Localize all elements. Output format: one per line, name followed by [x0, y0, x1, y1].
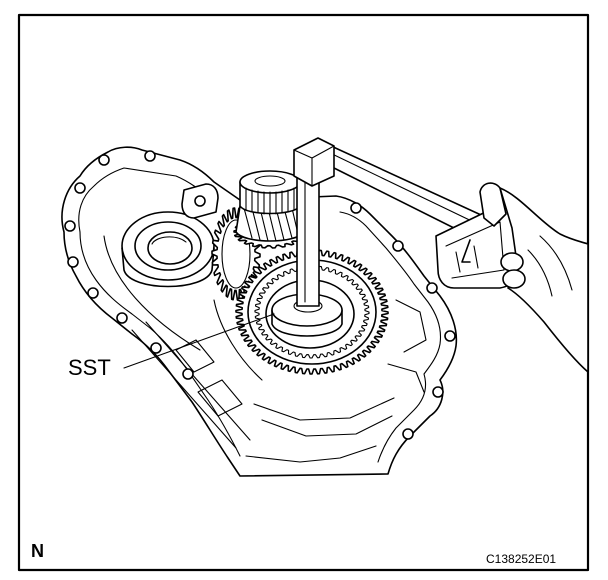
bolt-hole	[392, 240, 404, 252]
case-rib	[245, 445, 377, 463]
figure-code: C138252E01	[486, 552, 557, 566]
torque-wrench	[293, 137, 521, 289]
hand-knuckle-lines	[527, 235, 573, 297]
case-rib	[387, 299, 427, 393]
wrench-head-edge	[293, 145, 335, 187]
side-bearing-bore	[121, 211, 215, 288]
bracket-hole	[194, 195, 206, 207]
orientation-mark: N	[31, 541, 44, 561]
bolt-hole	[432, 386, 444, 398]
bolt-hole	[150, 342, 162, 354]
special-service-tool	[271, 167, 343, 337]
bolt-hole	[98, 154, 110, 166]
wrench-grip-detail	[445, 221, 505, 279]
ring-gear-inner-teeth	[254, 265, 370, 359]
case-rib	[175, 339, 215, 373]
hand-thumb	[479, 182, 507, 227]
bolt-hole	[182, 368, 194, 380]
bolt-hole	[64, 220, 76, 232]
case-inner-flange	[78, 167, 211, 233]
case-rib	[131, 321, 251, 449]
idler-gear-hub	[221, 219, 251, 289]
case-rib	[197, 379, 243, 417]
bolt-hole	[67, 256, 79, 268]
sst-leader-line	[123, 313, 275, 369]
bolt-hole	[426, 282, 438, 294]
bolt-hole	[444, 330, 456, 342]
case-rib	[253, 397, 395, 437]
hand-palm-outline	[499, 187, 589, 373]
bore-inner-hole	[147, 231, 193, 265]
case-floor-contour	[103, 235, 263, 381]
hand-finger	[502, 269, 526, 289]
drive-pinion-assembly	[233, 170, 307, 249]
sst-shaft	[296, 167, 320, 307]
bolt-hole	[144, 150, 156, 162]
wrench-beam-channel	[327, 151, 483, 227]
technician-hand	[479, 182, 589, 373]
bolt-hole	[402, 428, 414, 440]
case-inner-flange-left	[79, 231, 241, 457]
sst-callout-label: SST	[68, 355, 111, 380]
bolt-hole	[74, 182, 86, 194]
wrench-scale-pointer	[461, 239, 471, 263]
bolt-hole	[350, 202, 362, 214]
roller-bearing-inner-race	[254, 175, 286, 187]
bolt-hole	[116, 312, 128, 324]
pinion-helical-teeth	[243, 207, 299, 242]
case-inner-flange-right	[339, 211, 442, 463]
bolt-hole	[87, 287, 99, 299]
bore-shadow	[151, 236, 187, 245]
hand-finger	[500, 252, 524, 272]
roller-bearing-rollers	[245, 187, 295, 215]
oil-receiver-bracket	[181, 183, 219, 219]
wrench-head	[293, 137, 335, 187]
